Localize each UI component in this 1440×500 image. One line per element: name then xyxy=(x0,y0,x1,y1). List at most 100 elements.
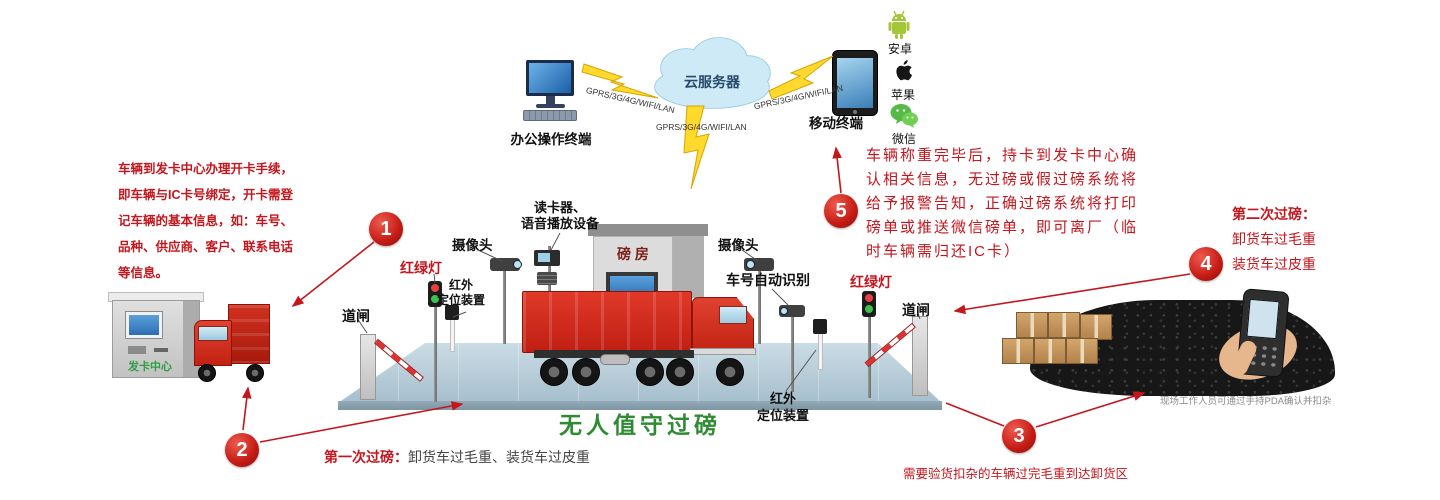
step-circle-5: 5 xyxy=(824,194,858,228)
speaker-device xyxy=(537,272,557,285)
card-reader-screen xyxy=(538,253,550,262)
card-center-label: 发卡中心 xyxy=(128,361,172,373)
left-note: 车辆到发卡中心办理开卡手续， 即车辆与IC卡号绑定，开卡需登 记车辆的基本信息，… xyxy=(118,156,293,286)
camera-left-label: 摄像头 xyxy=(452,238,493,253)
right-note-line: 时车辆需归还IC卡） xyxy=(866,243,1022,260)
first-weigh-text: 卸货车过毛重、装货车过皮重 xyxy=(408,449,590,465)
step-circle-1: 1 xyxy=(369,212,403,246)
inspection-note: 需要验货扣杂的车辆过完毛重到达卸货区 xyxy=(903,467,1129,481)
traffic-light-right-green xyxy=(865,305,873,313)
step-circle-3: 3 xyxy=(1002,419,1036,453)
weigh-house-label: 磅 房 xyxy=(617,246,649,262)
card-center-screen xyxy=(125,311,163,339)
infrared-bottom-line2: 定位装置 xyxy=(756,408,809,423)
right-note-line: 磅单或推送微信磅单，即可离厂（临 xyxy=(866,219,1139,236)
infrared-left-line2: 定位装置 xyxy=(436,293,485,307)
reader-label: 读卡器、 语音播放设备 xyxy=(512,200,608,232)
truck-windshield xyxy=(719,306,747,324)
truck-bumper xyxy=(690,348,756,355)
right-note-line: 给予报警告知，正确过磅系统将打印 xyxy=(866,195,1139,212)
card-center-slot xyxy=(154,348,168,352)
first-weigh-note: 第一次过磅：卸货车过毛重、装货车过皮重 xyxy=(324,447,590,467)
infrared-right-device xyxy=(813,319,827,334)
truck-wheel xyxy=(572,358,600,386)
link-label-right: GPRS/3G/4G/WIFI/LAN xyxy=(752,82,844,112)
camera-right-label: 摄像头 xyxy=(718,238,759,253)
second-weigh-line: 卸货车过毛重 xyxy=(1232,231,1316,247)
scene-title: 无人值守过磅 xyxy=(559,412,721,438)
traffic-light-left-green xyxy=(431,295,439,303)
second-weigh-title: 第二次过磅： xyxy=(1232,206,1316,222)
truck-wheel xyxy=(716,358,744,386)
cargo-box xyxy=(1080,314,1112,340)
traffic-light-right-label: 红绿灯 xyxy=(850,274,892,290)
traffic-light-left-red xyxy=(431,284,439,292)
camera-right-lens xyxy=(746,260,755,269)
pda-caption: 现场工作人员可通过手持PDA确认并扣杂 xyxy=(1160,396,1332,407)
camera-right-pole xyxy=(758,270,761,344)
infrared-right-post xyxy=(818,332,823,370)
platform-front-edge xyxy=(338,401,942,410)
plate-camera-pole xyxy=(791,316,794,392)
weigh-house-roof xyxy=(588,224,708,236)
small-truck-windshield xyxy=(198,326,228,341)
right-note: 车辆称重完毕后，持卡到发卡中心确 认相关信息，无过磅或假过磅系统将 给予报警告知… xyxy=(866,144,1138,264)
infrared-left-post xyxy=(450,318,455,352)
card-center-keypad xyxy=(128,346,146,354)
left-note-line: 品种、供应商、客户、联系电话 xyxy=(118,240,294,254)
android-icon xyxy=(886,8,912,40)
monitor-base xyxy=(536,104,565,108)
pda-screen xyxy=(1246,298,1280,340)
weigh-house-side xyxy=(673,236,704,298)
step-circle-2: 2 xyxy=(225,433,259,467)
truck-wheel xyxy=(540,358,568,386)
traffic-light-left-label: 红绿灯 xyxy=(400,260,442,276)
cargo-box xyxy=(1066,338,1098,364)
second-weigh-line: 装货车过皮重 xyxy=(1232,256,1316,272)
tablet-home-button xyxy=(853,110,857,114)
reader-label-line1: 读卡器、 xyxy=(533,200,586,215)
cargo-box xyxy=(1016,312,1048,338)
small-truck-wheel xyxy=(198,364,216,382)
right-note-line: 认相关信息，无过磅或假过磅系统将 xyxy=(866,171,1139,188)
gate-right-label: 道闸 xyxy=(902,302,930,318)
infrared-bottom-label: 红外 定位装置 xyxy=(748,390,818,424)
gate-left-label: 道闸 xyxy=(342,308,370,324)
plate-recognition-label: 车号自动识别 xyxy=(726,272,810,288)
reader-label-line2: 语音播放设备 xyxy=(520,216,599,231)
cloud-label: 云服务器 xyxy=(684,74,740,90)
cargo-box xyxy=(1034,338,1066,364)
truck-fuel-tank xyxy=(600,354,630,365)
camera-left-lens xyxy=(513,260,522,269)
link-label-left: GPRS/3G/4G/WIFI/LAN xyxy=(585,84,676,116)
small-truck-box xyxy=(228,304,270,364)
left-note-line: 等信息。 xyxy=(118,266,169,280)
left-note-line: 记车辆的基本信息，如：车号、 xyxy=(118,214,294,228)
first-weigh-title: 第一次过磅： xyxy=(324,449,408,465)
monitor-stand xyxy=(546,96,555,104)
truck-wheel xyxy=(666,358,694,386)
monitor xyxy=(526,60,574,96)
apple-icon xyxy=(891,56,915,84)
truck-wheel xyxy=(636,358,664,386)
left-note-line: 车辆到发卡中心办理开卡手续， xyxy=(118,162,294,176)
tablet-screen xyxy=(837,58,873,108)
traffic-light-left-pole xyxy=(434,306,437,402)
right-note-line: 车辆称重完毕后，持卡到发卡中心确 xyxy=(866,147,1139,164)
camera-left-pole xyxy=(503,270,506,344)
cargo-box xyxy=(1048,312,1080,338)
cargo-box xyxy=(1002,338,1034,364)
infrared-left-label: 红外 定位装置 xyxy=(430,278,492,308)
traffic-light-right-red xyxy=(865,294,873,302)
app-label-android: 安卓 xyxy=(887,42,912,56)
mobile-terminal-label: 移动终端 xyxy=(809,116,863,131)
infrared-left-line1: 红外 xyxy=(448,278,473,292)
office-terminal-label: 办公操作终端 xyxy=(510,132,592,147)
wechat-icon xyxy=(889,102,919,130)
plate-camera-lens xyxy=(780,307,788,315)
small-truck-wheel xyxy=(246,364,264,382)
keyboard xyxy=(523,110,577,121)
gate-left-cabinet xyxy=(360,334,376,400)
app-label-apple: 苹果 xyxy=(890,88,915,102)
